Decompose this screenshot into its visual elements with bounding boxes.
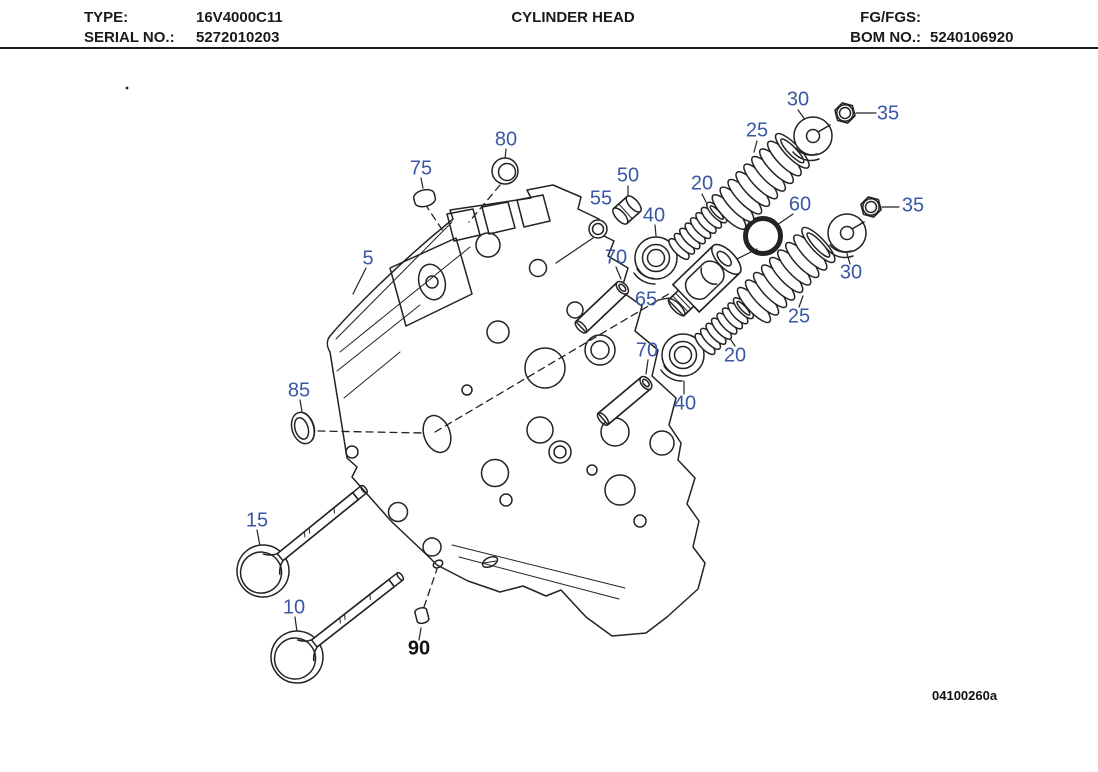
nut-35-upper bbox=[834, 102, 856, 124]
callout-25-lower: 25 bbox=[787, 305, 811, 328]
callout-60: 60 bbox=[788, 193, 812, 216]
injector-sleeve-65 bbox=[667, 243, 742, 317]
bom-value: 5240106920 bbox=[930, 29, 1014, 46]
callout-20-lower: 20 bbox=[723, 344, 747, 367]
bom-label: BOM NO.: bbox=[850, 29, 921, 46]
rotator-40-lower bbox=[660, 333, 705, 382]
o-ring-60 bbox=[743, 216, 783, 256]
callout-65: 65 bbox=[634, 288, 658, 311]
serial-label: SERIAL NO.: bbox=[84, 29, 175, 46]
callout-80: 80 bbox=[494, 128, 518, 151]
valve-15 bbox=[236, 484, 369, 598]
valve-guide-70-lower bbox=[596, 375, 653, 426]
type-label: TYPE: bbox=[84, 9, 129, 26]
callout-40-lower: 40 bbox=[673, 392, 697, 415]
seal-85 bbox=[290, 411, 316, 445]
callout-75: 75 bbox=[409, 157, 433, 180]
callout-20-upper: 20 bbox=[690, 172, 714, 195]
callout-5: 5 bbox=[362, 247, 374, 270]
ring-55 bbox=[588, 219, 608, 239]
dowel-90 bbox=[414, 606, 430, 625]
callout-50: 50 bbox=[616, 164, 640, 187]
callout-35-lower: 35 bbox=[901, 194, 925, 217]
spring-25-upper bbox=[711, 132, 810, 230]
retainer-30-upper bbox=[792, 116, 833, 162]
title-block-left: TYPE: 16V4000C11 SERIAL NO.: 5272010203 bbox=[84, 8, 283, 48]
callout-55: 55 bbox=[589, 187, 613, 210]
valve-10 bbox=[270, 571, 405, 684]
page-title: CYLINDER HEAD bbox=[511, 9, 635, 26]
callout-40-upper: 40 bbox=[642, 204, 666, 227]
callout-35-upper: 35 bbox=[876, 102, 900, 125]
screw-plug-50 bbox=[612, 195, 642, 225]
callout-90: 90 bbox=[407, 637, 431, 660]
callout-30-upper: 30 bbox=[786, 88, 810, 111]
type-value: 16V4000C11 bbox=[196, 9, 283, 26]
spring-25-lower bbox=[736, 226, 836, 324]
header-divider bbox=[0, 47, 1098, 49]
fg-label: FG/FGS: bbox=[860, 9, 921, 26]
callout-15: 15 bbox=[245, 509, 269, 532]
valve-guide-70-upper bbox=[574, 280, 630, 334]
plug-80 bbox=[491, 157, 519, 185]
callout-70-upper: 70 bbox=[604, 246, 628, 269]
construction-lines bbox=[317, 184, 673, 608]
nut-35-lower bbox=[860, 196, 882, 218]
rotator-40-upper bbox=[633, 236, 678, 285]
cap-75 bbox=[412, 188, 437, 208]
callout-25-upper: 25 bbox=[745, 119, 769, 142]
retainer-30-lower bbox=[826, 213, 867, 259]
spring-20-upper bbox=[668, 201, 728, 261]
title-block-right: FG/FGS: BOM NO.: 5240106920 bbox=[845, 8, 1013, 48]
callout-70-lower: 70 bbox=[635, 339, 659, 362]
drawing-number: 04100260a bbox=[932, 688, 998, 703]
serial-value: 5272010203 bbox=[196, 29, 280, 46]
callout-30-lower: 30 bbox=[839, 261, 863, 284]
callout-85: 85 bbox=[287, 379, 311, 402]
callout-10: 10 bbox=[282, 596, 306, 619]
